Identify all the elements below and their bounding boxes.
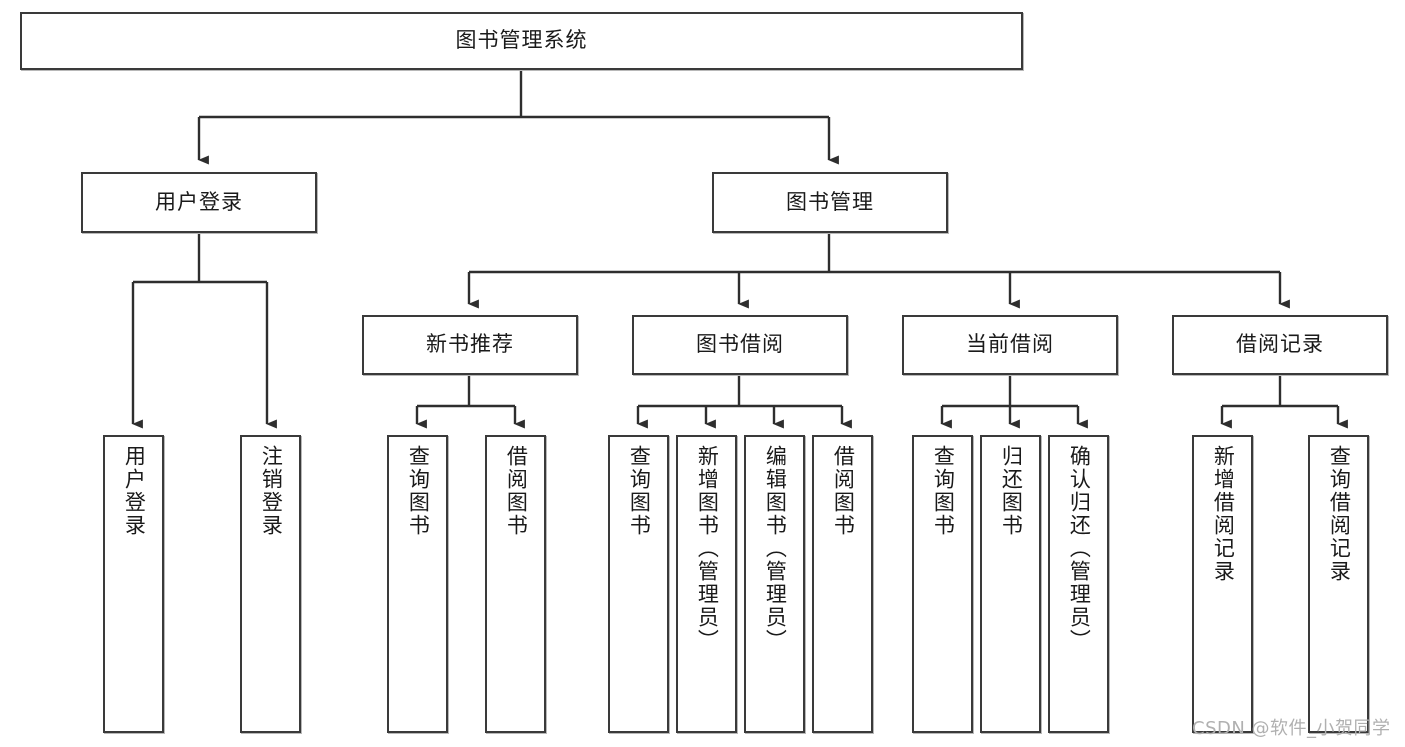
node-leaf-add-record[interactable]: 新增借阅记录 bbox=[1192, 435, 1253, 733]
node-leaf-user-login[interactable]: 用户登录 bbox=[103, 435, 164, 733]
node-leaf-query-book-3[interactable]: 查询图书 bbox=[912, 435, 973, 733]
node-leaf-query-record-label: 查询借阅记录 bbox=[1327, 445, 1352, 583]
node-book-borrow[interactable]: 图书借阅 bbox=[632, 315, 848, 375]
node-leaf-borrow-book-1[interactable]: 借阅图书 bbox=[485, 435, 546, 733]
node-leaf-query-record[interactable]: 查询借阅记录 bbox=[1308, 435, 1369, 733]
node-book-borrow-label: 图书借阅 bbox=[696, 332, 784, 357]
node-root-label: 图书管理系统 bbox=[455, 28, 588, 53]
node-user-login[interactable]: 用户登录 bbox=[81, 172, 317, 233]
node-leaf-confirm-return[interactable]: 确认归还（管理员） bbox=[1048, 435, 1109, 733]
node-leaf-return-book[interactable]: 归还图书 bbox=[980, 435, 1041, 733]
node-leaf-logout-label: 注销登录 bbox=[259, 445, 284, 537]
node-borrow-record[interactable]: 借阅记录 bbox=[1172, 315, 1388, 375]
node-leaf-return-book-label: 归还图书 bbox=[999, 445, 1024, 537]
node-user-login-label: 用户登录 bbox=[155, 189, 243, 214]
node-new-book-recommend-label: 新书推荐 bbox=[426, 332, 514, 357]
node-current-borrow-label: 当前借阅 bbox=[966, 332, 1054, 357]
node-current-borrow[interactable]: 当前借阅 bbox=[902, 315, 1118, 375]
node-leaf-logout[interactable]: 注销登录 bbox=[240, 435, 301, 733]
node-leaf-query-book-1-label: 查询图书 bbox=[406, 445, 431, 537]
node-leaf-query-book-2[interactable]: 查询图书 bbox=[608, 435, 669, 733]
node-new-book-recommend[interactable]: 新书推荐 bbox=[362, 315, 578, 375]
watermark-text: CSDN @软件_小贺同学 bbox=[1192, 718, 1391, 739]
node-book-manage[interactable]: 图书管理 bbox=[712, 172, 948, 233]
node-leaf-edit-book-label: 编辑图书（管理员） bbox=[763, 445, 788, 652]
node-leaf-confirm-return-label: 确认归还（管理员） bbox=[1067, 445, 1092, 652]
node-leaf-add-book-label: 新增图书（管理员） bbox=[695, 445, 720, 652]
node-root[interactable]: 图书管理系统 bbox=[20, 12, 1023, 70]
node-leaf-add-record-label: 新增借阅记录 bbox=[1211, 445, 1236, 583]
node-leaf-edit-book[interactable]: 编辑图书（管理员） bbox=[744, 435, 805, 733]
node-leaf-borrow-book-2-label: 借阅图书 bbox=[831, 445, 856, 537]
node-leaf-query-book-3-label: 查询图书 bbox=[931, 445, 956, 537]
node-borrow-record-label: 借阅记录 bbox=[1236, 332, 1324, 357]
node-book-manage-label: 图书管理 bbox=[786, 189, 874, 214]
node-leaf-add-book[interactable]: 新增图书（管理员） bbox=[676, 435, 737, 733]
node-leaf-query-book-2-label: 查询图书 bbox=[627, 445, 652, 537]
node-leaf-borrow-book-2[interactable]: 借阅图书 bbox=[812, 435, 873, 733]
node-leaf-borrow-book-1-label: 借阅图书 bbox=[504, 445, 529, 537]
node-leaf-user-login-label: 用户登录 bbox=[122, 445, 147, 537]
node-leaf-query-book-1[interactable]: 查询图书 bbox=[387, 435, 448, 733]
